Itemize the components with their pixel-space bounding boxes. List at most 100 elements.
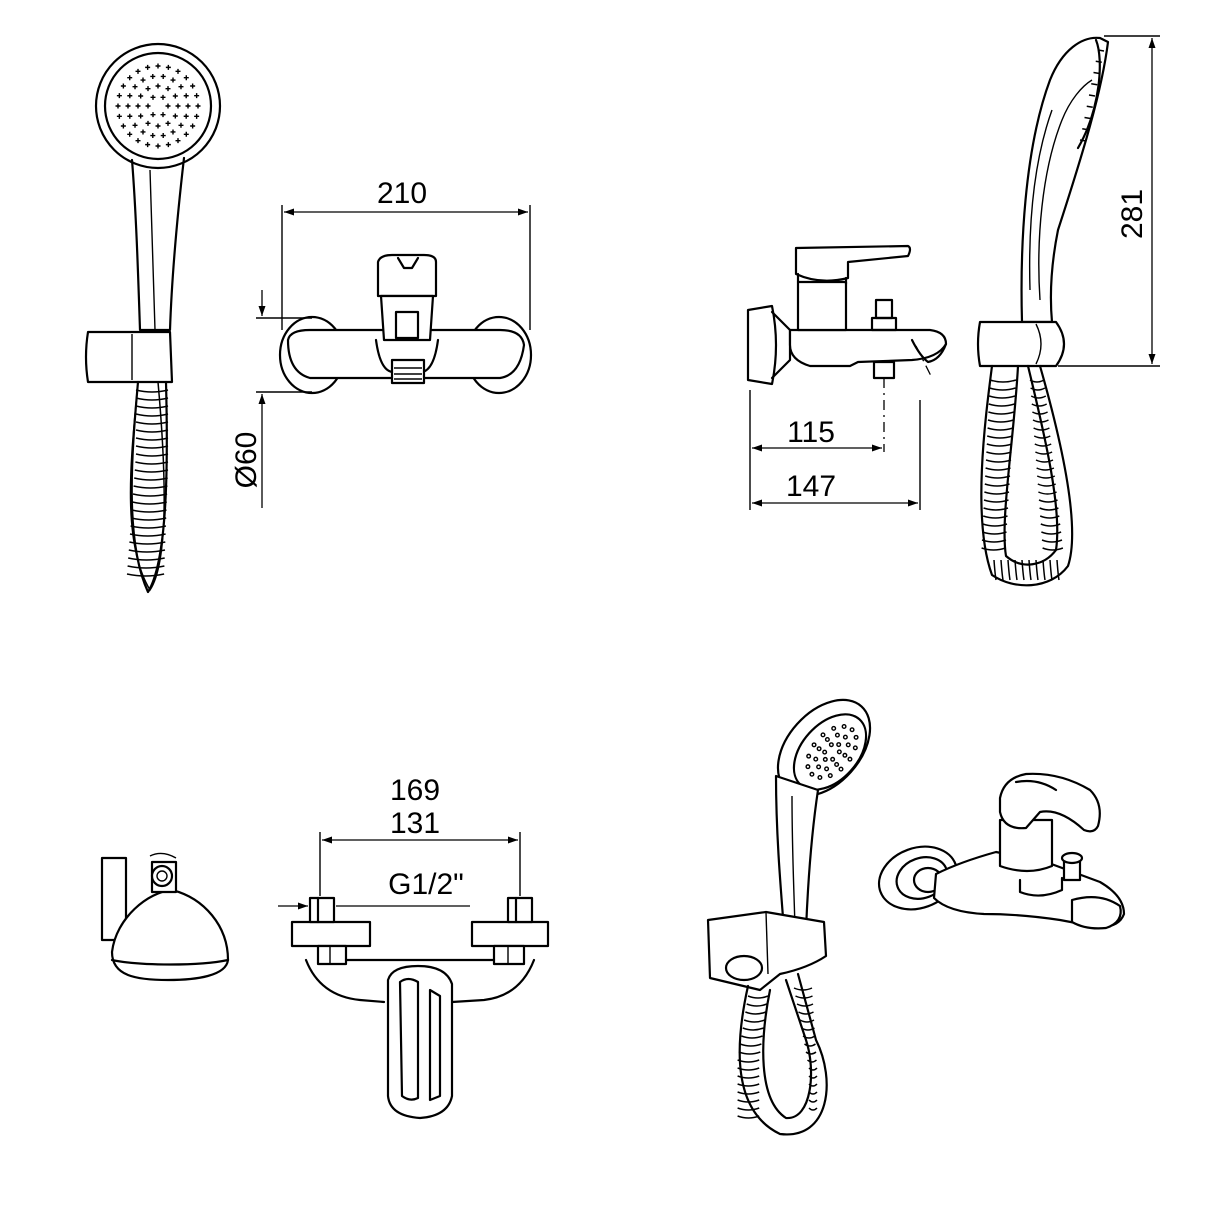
spray-nozzle xyxy=(1097,49,1105,52)
spray-nozzle xyxy=(150,73,156,79)
spray-nozzle xyxy=(1084,116,1091,120)
hose-coil xyxy=(1040,523,1061,527)
spray-nozzle xyxy=(172,113,178,119)
hose-coil xyxy=(1029,379,1045,383)
hose-coil xyxy=(988,395,1016,399)
spray-nozzle xyxy=(132,122,138,128)
hose-coil xyxy=(987,419,1014,423)
spray-nozzle xyxy=(822,749,828,755)
hose-coil xyxy=(1041,531,1062,535)
spray-nozzle xyxy=(820,732,826,738)
spray-nozzle xyxy=(165,86,171,92)
hose-coil xyxy=(798,1011,814,1015)
hose-coil xyxy=(131,509,167,513)
hose-coil xyxy=(982,523,1008,527)
hose-coil xyxy=(984,475,1011,479)
spray-nozzle xyxy=(827,773,833,779)
spray-nozzle xyxy=(817,774,823,780)
hose-coil xyxy=(135,445,169,449)
hose-coil xyxy=(1030,395,1047,399)
spray-nozzle xyxy=(185,103,191,109)
hose-coil xyxy=(737,1083,760,1087)
hose-coil xyxy=(135,437,169,441)
mixer-front-view: 210 Ø60 xyxy=(230,177,533,508)
hose-coil xyxy=(1039,507,1059,511)
hose-coil xyxy=(133,485,168,489)
spray-nozzle xyxy=(165,103,171,109)
hose-coil xyxy=(993,559,997,581)
mixer-front-view-lower: 169 131 G1/2" xyxy=(278,774,550,1120)
hose-coil xyxy=(737,1107,760,1111)
spray-nozzle xyxy=(160,133,166,139)
hose-coil xyxy=(135,453,169,457)
hose-coil xyxy=(795,995,813,999)
spray-nozzle xyxy=(852,745,858,751)
spray-nozzle xyxy=(165,120,171,126)
spray-nozzle xyxy=(150,112,156,118)
spray-nozzle xyxy=(1095,60,1102,63)
spray-nozzle xyxy=(822,756,828,762)
hose-coil xyxy=(1033,427,1050,431)
hose-coil xyxy=(135,421,169,425)
spray-nozzle xyxy=(842,752,848,758)
dim-thread: G1/2" xyxy=(388,868,464,901)
spray-nozzle xyxy=(127,113,133,119)
hose-coil xyxy=(135,405,169,409)
spray-nozzle xyxy=(830,756,836,762)
spray-nozzle xyxy=(1091,83,1098,86)
hose-coil xyxy=(1000,559,1004,581)
hose-coil xyxy=(986,443,1013,447)
spray-nozzle xyxy=(178,84,184,90)
hose-coil xyxy=(741,1035,763,1039)
hose-coil xyxy=(981,539,1007,543)
spray-nozzle xyxy=(190,83,196,89)
hose-coil xyxy=(984,491,1010,495)
spray-nozzle xyxy=(135,68,141,74)
hand-shower-front-view xyxy=(84,42,222,594)
spray-nozzle xyxy=(1079,139,1087,142)
spray-nozzle xyxy=(155,83,161,89)
hose-coil xyxy=(808,1091,818,1095)
spray-nozzle xyxy=(828,742,834,748)
spray-nozzle xyxy=(853,734,859,740)
hose-coil xyxy=(1007,559,1011,581)
hose-coil xyxy=(989,379,1017,383)
hose-coil xyxy=(129,533,166,537)
spray-nozzle xyxy=(135,103,141,109)
spray-nozzle xyxy=(175,138,181,144)
hose-coil xyxy=(1031,403,1048,407)
dim-width-centers: 131 xyxy=(390,807,440,840)
hose-coil xyxy=(989,387,1016,391)
hose-coil xyxy=(988,411,1015,415)
spray-nozzle xyxy=(838,766,844,772)
hose-coil xyxy=(737,1075,760,1079)
hose-coil xyxy=(808,1099,818,1103)
spray-nozzle xyxy=(155,143,161,149)
spray-nozzle xyxy=(140,77,146,83)
dim-depth-total: 147 xyxy=(786,470,836,503)
dim-depth-outlet: 115 xyxy=(787,416,835,449)
hose-coil xyxy=(1042,559,1046,581)
spray-nozzle xyxy=(816,764,822,770)
spray-nozzle xyxy=(194,113,200,119)
spray-nozzle xyxy=(160,73,166,79)
hose-coil xyxy=(793,987,813,991)
spray-nozzle xyxy=(127,75,133,81)
hose-coil xyxy=(982,515,1008,519)
spray-nozzle xyxy=(178,122,184,128)
hose-coil xyxy=(985,467,1011,471)
spray-nozzle xyxy=(115,103,121,109)
hose-coil xyxy=(1036,475,1056,479)
spray-nozzle xyxy=(849,727,855,733)
hose-coil xyxy=(1042,547,1064,551)
hose-coil xyxy=(804,1043,816,1047)
spray-nozzle xyxy=(175,68,181,74)
hose-coil xyxy=(128,557,165,561)
spray-nozzle xyxy=(824,766,830,772)
hose-coil xyxy=(130,525,167,529)
hose-coil xyxy=(1041,539,1063,543)
spray-nozzle xyxy=(132,84,138,90)
hose-coil xyxy=(982,531,1007,535)
hose-coil xyxy=(983,499,1009,503)
